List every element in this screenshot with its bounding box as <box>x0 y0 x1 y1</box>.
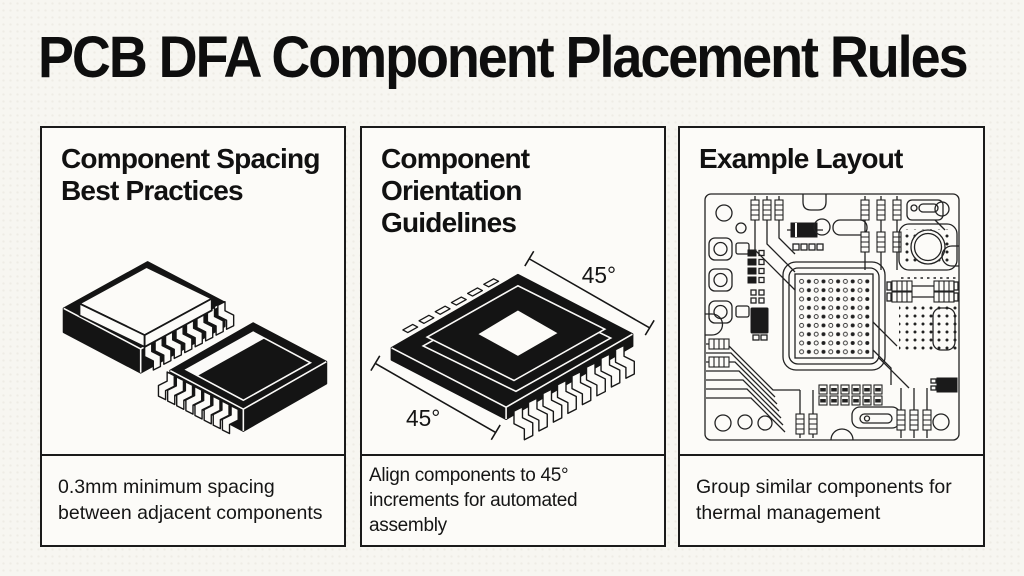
pcb-illustration-wrap <box>680 192 983 442</box>
orientation-illustration-wrap: 45° 45° <box>362 246 664 442</box>
panel-example-layout: Example Layout <box>678 126 985 547</box>
panel-caption-spacing: 0.3mm minimum spacing between adjacent c… <box>58 475 323 524</box>
panel-heading-spacing: Component Spacing Best Practices <box>61 143 320 207</box>
dimension-label-top: 45° <box>582 262 616 288</box>
panel-divider <box>678 454 985 456</box>
panel-component-orientation: Component Orientation Guidelines 45° 45° <box>360 126 666 547</box>
panel-component-spacing: Component Spacing Best Practices <box>40 126 346 547</box>
panel-divider <box>360 454 666 456</box>
dimension-label-bottom: 45° <box>406 405 440 431</box>
chip-45deg-illustration: 45° 45° <box>370 250 655 441</box>
panel-divider <box>40 454 346 456</box>
page-title: PCB DFA Component Placement Rules <box>38 25 969 90</box>
chip-pair-illustration <box>62 261 328 435</box>
panel-heading-orientation: Component Orientation Guidelines <box>381 143 530 239</box>
panel-caption-example: Group similar components for thermal man… <box>696 475 952 524</box>
panel-heading-example: Example Layout <box>699 143 903 174</box>
pcb-layout-illustration <box>703 193 960 441</box>
spacing-illustration-wrap <box>42 246 344 442</box>
panel-caption-orientation: Align components to 45° increments for a… <box>369 464 578 537</box>
